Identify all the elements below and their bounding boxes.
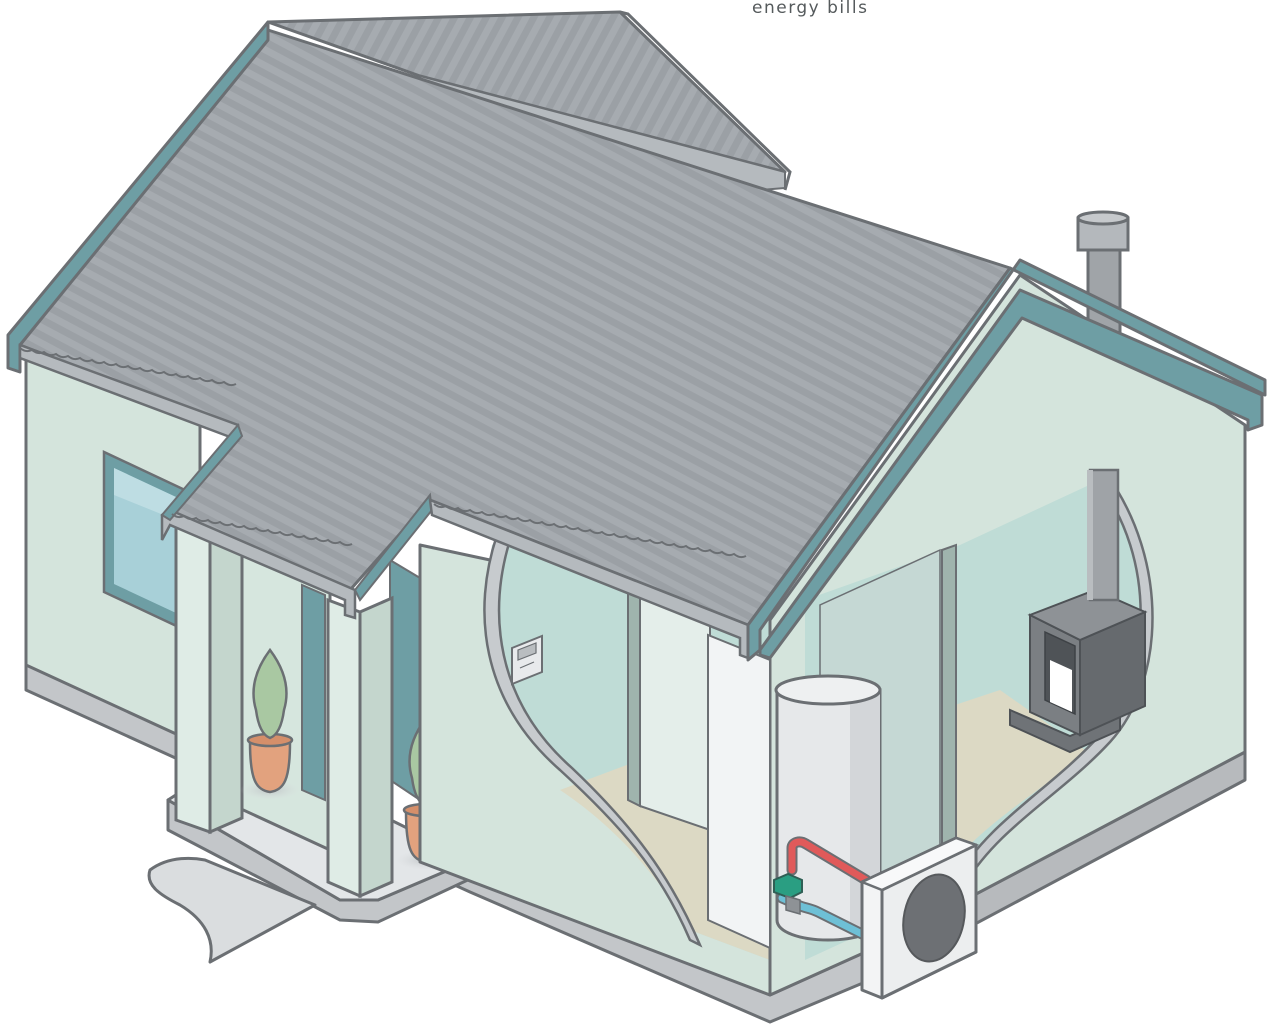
porch-column-left — [176, 518, 242, 832]
porch-column-right — [328, 598, 392, 896]
flue-pipe-icon — [1090, 470, 1118, 600]
